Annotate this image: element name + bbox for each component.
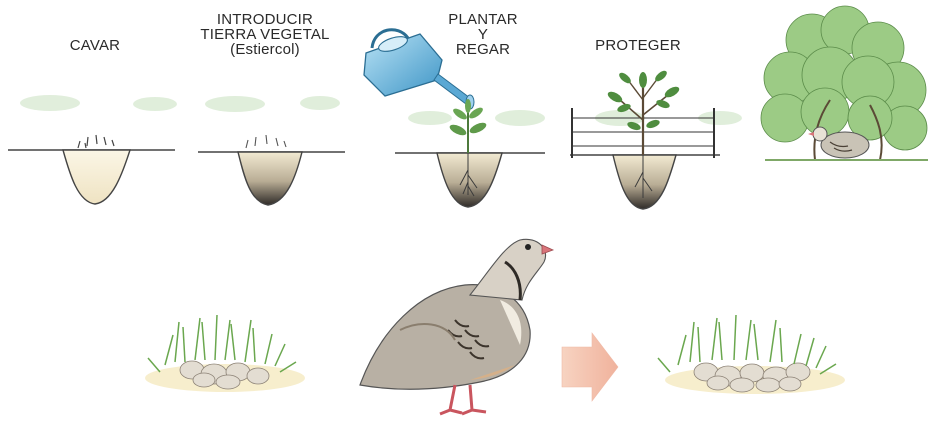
transition-arrow-icon [562,333,618,401]
grown-bush-with-partridge [761,6,928,160]
red-legged-partridge-icon [360,239,553,414]
watering-can-icon [364,30,474,109]
grass-tuft-with-stones-right [658,315,845,394]
pit-proteger [570,69,720,209]
pit-cavar [8,135,175,204]
background-vegetation [20,95,742,126]
pit-tierra-vegetal [198,135,345,205]
seedling-icon [448,99,488,153]
grass-tuft-with-stones-left [145,315,305,392]
